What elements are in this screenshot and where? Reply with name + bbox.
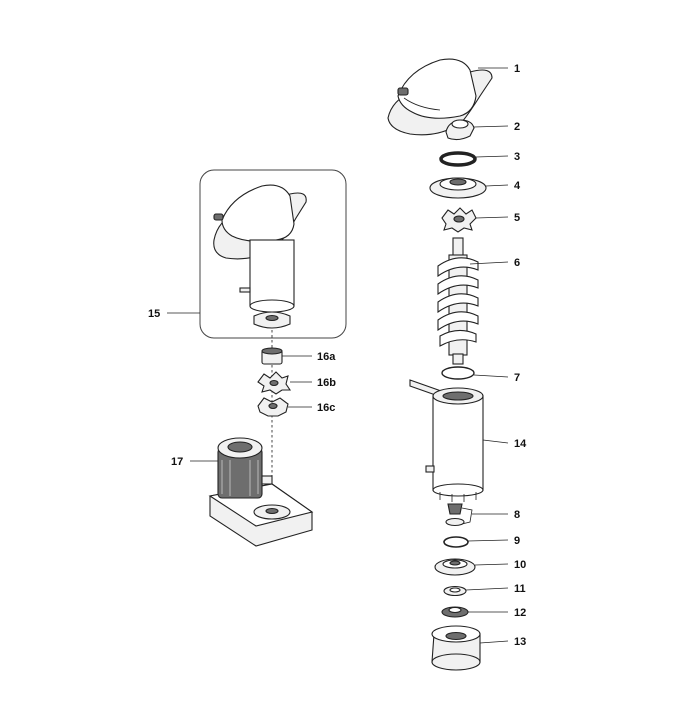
label-2: 2: [514, 121, 520, 133]
label-6: 6: [514, 257, 520, 269]
part-5-star-cutter: 5: [441, 207, 520, 233]
part-15-assembled-head: 15: [148, 169, 347, 339]
label-5: 5: [514, 212, 520, 224]
part-7-o-ring: 7: [441, 366, 520, 384]
label-1: 1: [514, 63, 520, 75]
part-16a: 16a: [261, 347, 336, 365]
part-12-bearing: 12: [441, 606, 526, 619]
label-9: 9: [514, 535, 520, 547]
part-6-auger: 6: [437, 237, 520, 365]
label-10: 10: [514, 559, 526, 571]
label-14: 14: [514, 438, 527, 450]
part-9-o-ring: 9: [443, 535, 520, 548]
label-16b: 16b: [317, 377, 336, 389]
part-13-base-flange: 13: [431, 625, 526, 671]
part-17-motor-gearbox: 17: [171, 437, 314, 547]
part-2-cap: 2: [445, 119, 520, 141]
label-8: 8: [514, 509, 520, 521]
label-16c: 16c: [317, 402, 335, 414]
part-11-washer: 11: [443, 583, 526, 597]
label-11: 11: [514, 583, 526, 595]
label-3: 3: [514, 151, 520, 163]
part-3-o-ring: 3: [439, 151, 520, 167]
part-14-barrel: 14: [409, 379, 527, 502]
label-4: 4: [514, 180, 521, 192]
label-7: 7: [514, 372, 520, 384]
part-8-seal: 8: [445, 503, 520, 527]
label-15: 15: [148, 308, 160, 320]
label-16a: 16a: [317, 351, 336, 363]
part-10-bearing-plate: 10: [434, 558, 526, 576]
label-17: 17: [171, 456, 183, 468]
part-4-flange-plate: 4: [429, 177, 521, 199]
part-16b: 16b: [257, 371, 336, 395]
label-13: 13: [514, 636, 526, 648]
part-16c: 16c: [257, 397, 335, 417]
label-12: 12: [514, 607, 526, 619]
part-1-hopper: 1: [387, 58, 520, 136]
